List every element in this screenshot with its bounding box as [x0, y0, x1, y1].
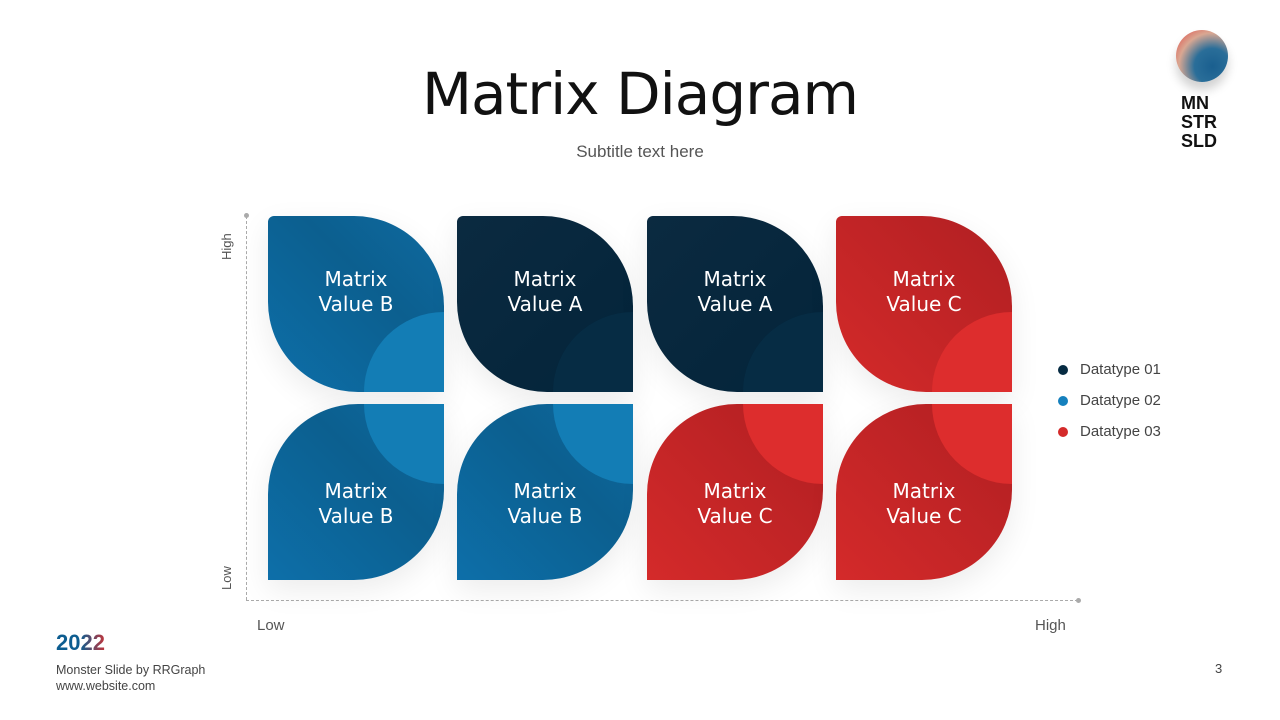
- x-axis-high-label: High: [1035, 617, 1066, 634]
- cell-line: Value A: [507, 292, 583, 316]
- legend-dot-icon: [1058, 426, 1068, 437]
- page-subtitle: Subtitle text here: [576, 142, 704, 161]
- x-axis: [246, 600, 1078, 601]
- logo-line: SLD: [1181, 131, 1217, 151]
- cell-line: Matrix: [892, 267, 956, 291]
- cell-line: Matrix: [324, 267, 388, 291]
- logo-line: STR: [1181, 112, 1217, 132]
- cell-line: Matrix: [513, 479, 577, 503]
- footer-credit: Monster Slide by RRGraph www.website.com: [56, 662, 205, 694]
- y-axis-low-label: Low: [219, 566, 234, 590]
- legend-label: Datatype 02: [1080, 392, 1161, 409]
- footer-year: 2022: [56, 630, 105, 655]
- logo-line: MN: [1181, 93, 1209, 113]
- legend-item: Datatype 03: [1058, 416, 1161, 447]
- legend-item: Datatype 02: [1058, 385, 1161, 416]
- y-axis-high-label: High: [219, 233, 234, 260]
- page-title: Matrix Diagram: [421, 60, 859, 128]
- x-axis-end-dot: [1076, 598, 1081, 603]
- cell-line: Value B: [318, 292, 394, 316]
- credit-text: Monster Slide by RRGraph: [56, 663, 206, 677]
- logo-text: MN STR SLD: [1181, 94, 1217, 151]
- legend-label: Datatype 03: [1080, 423, 1161, 440]
- legend-item: Datatype 01: [1058, 354, 1161, 385]
- cell-line: Value C: [697, 504, 773, 528]
- cell-line: Matrix: [703, 479, 767, 503]
- cell-line: Matrix: [324, 479, 388, 503]
- cell-line: Matrix: [513, 267, 577, 291]
- x-axis-low-label: Low: [257, 617, 285, 634]
- logo-sphere-icon: [1176, 30, 1228, 82]
- cell-line: Value A: [697, 292, 773, 316]
- y-axis: [246, 216, 247, 600]
- legend-label: Datatype 01: [1080, 361, 1161, 378]
- page-number: 3: [1215, 661, 1223, 676]
- legend-dot-icon: [1058, 395, 1068, 406]
- cell-line: Value B: [507, 504, 583, 528]
- cell-line: Value C: [886, 292, 962, 316]
- cell-line: Matrix: [892, 479, 956, 503]
- cell-line: Value C: [886, 504, 962, 528]
- cell-line: Matrix: [703, 267, 767, 291]
- legend-dot-icon: [1058, 364, 1068, 375]
- cell-line: Value B: [318, 504, 394, 528]
- legend: Datatype 01 Datatype 02 Datatype 03: [1058, 354, 1161, 447]
- y-axis-end-dot: [244, 213, 249, 218]
- website-link[interactable]: www.website.com: [56, 679, 156, 693]
